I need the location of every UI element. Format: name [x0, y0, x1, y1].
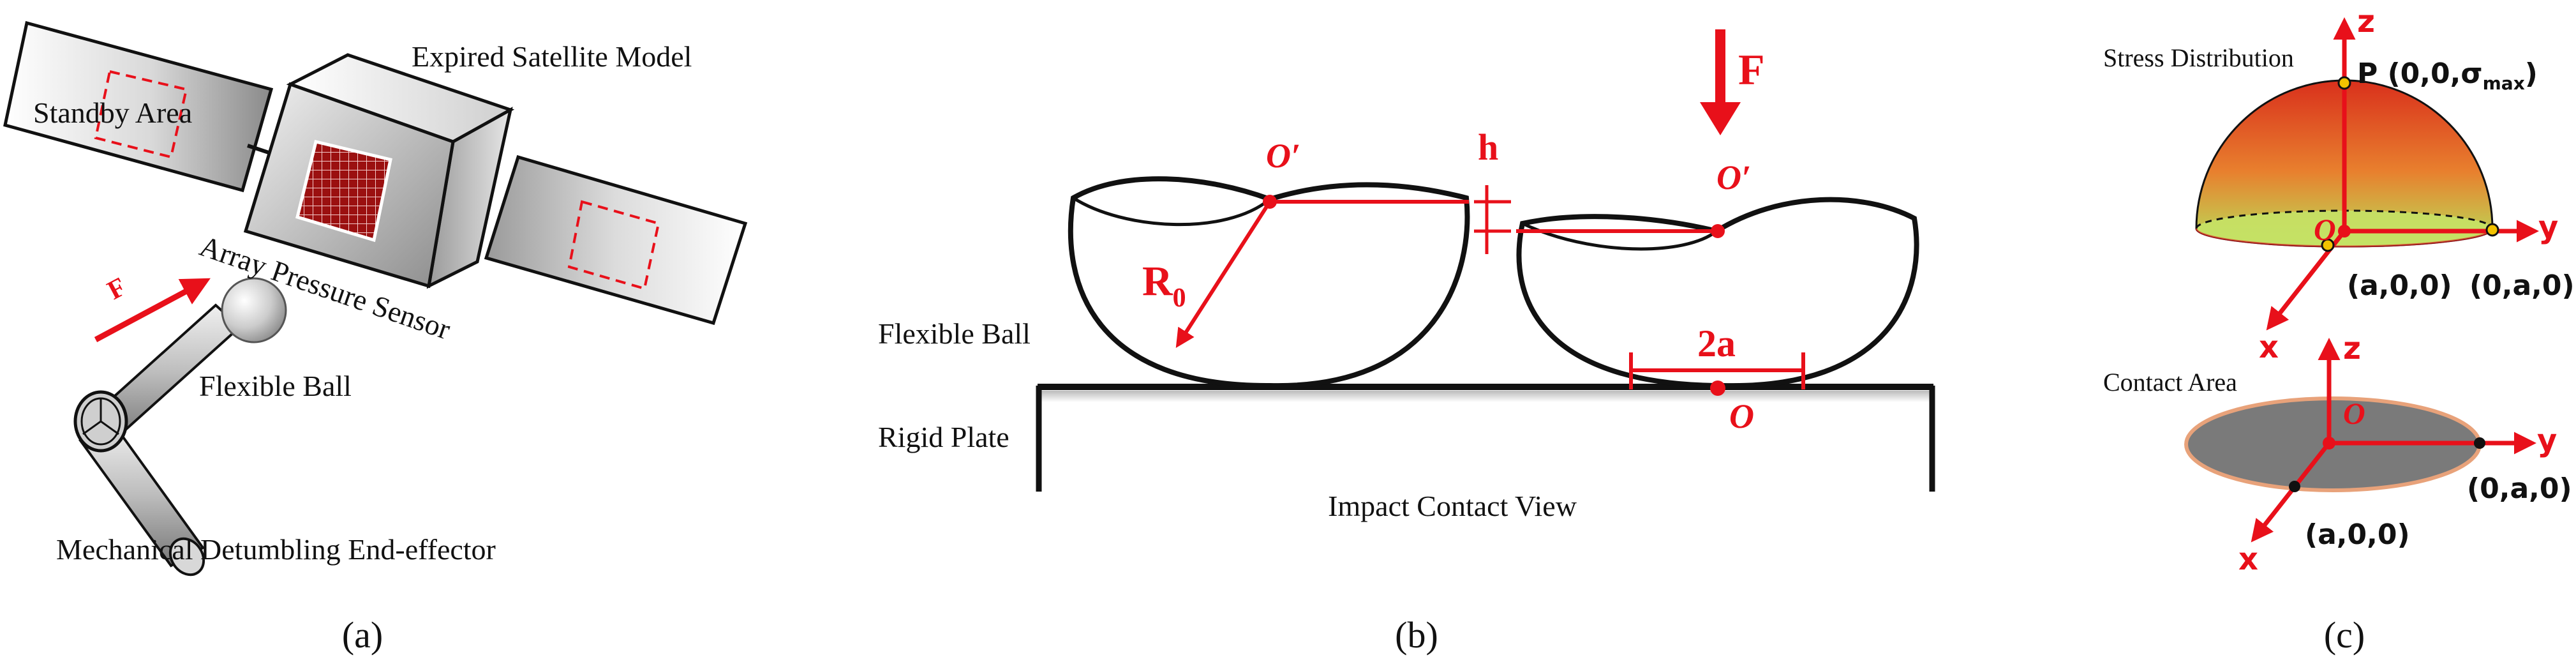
panel-c: Stress Distribution z y x O P (0,0,σmax)…: [2103, 4, 2575, 656]
peak-label: P (0,0,σmax): [2357, 57, 2538, 94]
ball-label-a: Flexible Ball: [199, 370, 352, 402]
pressure-sensor-grid: [295, 139, 392, 243]
right-panel-dashed-box: [567, 200, 660, 290]
caption-b: (b): [1395, 614, 1438, 656]
force-label-b: F: [1738, 45, 1765, 94]
caption-c: (c): [2324, 614, 2365, 656]
o-prime-left-label: O′: [1266, 137, 1300, 175]
radius-arrow: [1175, 200, 1272, 349]
y-label-top: y: [2538, 209, 2558, 245]
satellite-body: [243, 53, 515, 289]
peak-point: [2337, 76, 2351, 90]
contact-width-marker: [1629, 352, 1805, 389]
point-x-top: [2321, 238, 2335, 252]
ball-label-b: Flexible Ball: [878, 317, 1031, 350]
y-label-bottom: y: [2537, 423, 2557, 458]
center-point-right: [1711, 224, 1725, 238]
joint-wheel-icon: [73, 390, 128, 453]
effector-label: Mechanical Detumbling End-effector: [56, 533, 496, 566]
end-effector: [73, 277, 287, 577]
right-solar-panel: [484, 155, 748, 326]
point-y-label-bottom: (0,a,0): [2467, 472, 2572, 505]
point-y-bottom: [2474, 437, 2485, 449]
origin-label-bottom: O: [2343, 397, 2365, 431]
h-label: h: [1478, 126, 1498, 168]
point-x-label-bottom: (a,0,0): [2305, 518, 2410, 551]
force-label-a: F: [103, 272, 131, 306]
o-prime-right-label: O′: [1716, 158, 1751, 197]
contact-origin-point: [1710, 381, 1725, 396]
origin-label-top: O: [2314, 213, 2336, 247]
point-y-label-top: (0,a,0): [2469, 269, 2575, 302]
standby-area-box: [94, 70, 188, 159]
point-x-bottom: [2289, 481, 2300, 492]
caption-a: (a): [342, 614, 383, 656]
z-label-top: z: [2357, 4, 2375, 40]
origin-point-bottom: [2323, 437, 2335, 449]
satellite-label: Expired Satellite Model: [412, 40, 692, 73]
x-label-bottom: x: [2238, 541, 2258, 577]
origin-label-b: O: [1729, 397, 1754, 435]
origin-point-top: [2338, 225, 2351, 237]
rigid-plate: [1036, 384, 1935, 492]
flexible-ball-left: [1068, 176, 1470, 389]
point-x-label-top: (a,0,0): [2347, 269, 2452, 302]
force-arrow-a: [94, 278, 211, 342]
h-marker: [1474, 185, 1511, 254]
x-label-top: x: [2259, 329, 2279, 365]
left-solar-panel: [3, 20, 274, 193]
stress-title: Stress Distribution: [2103, 43, 2294, 72]
plate-label: Rigid Plate: [878, 421, 1009, 453]
flexible-ball-a: [221, 277, 287, 343]
view-label: Impact Contact View: [1328, 490, 1577, 522]
panel-b: F h O′ O′ R0 2a O Flexible Ball Rigid Pl…: [878, 29, 1935, 656]
flexible-ball-right: [1516, 197, 1919, 389]
contact-title: Contact Area: [2103, 368, 2237, 396]
force-arrow-b: [1700, 29, 1741, 135]
standby-area-label: Standby Area: [33, 96, 192, 129]
point-y-top: [2485, 223, 2499, 237]
radius-label: R0: [1142, 258, 1186, 313]
z-label-bottom: z: [2343, 331, 2361, 366]
contact-width-label: 2a: [1697, 322, 1736, 365]
panel-a: Expired Satellite Model Standby Area Arr…: [3, 20, 748, 656]
